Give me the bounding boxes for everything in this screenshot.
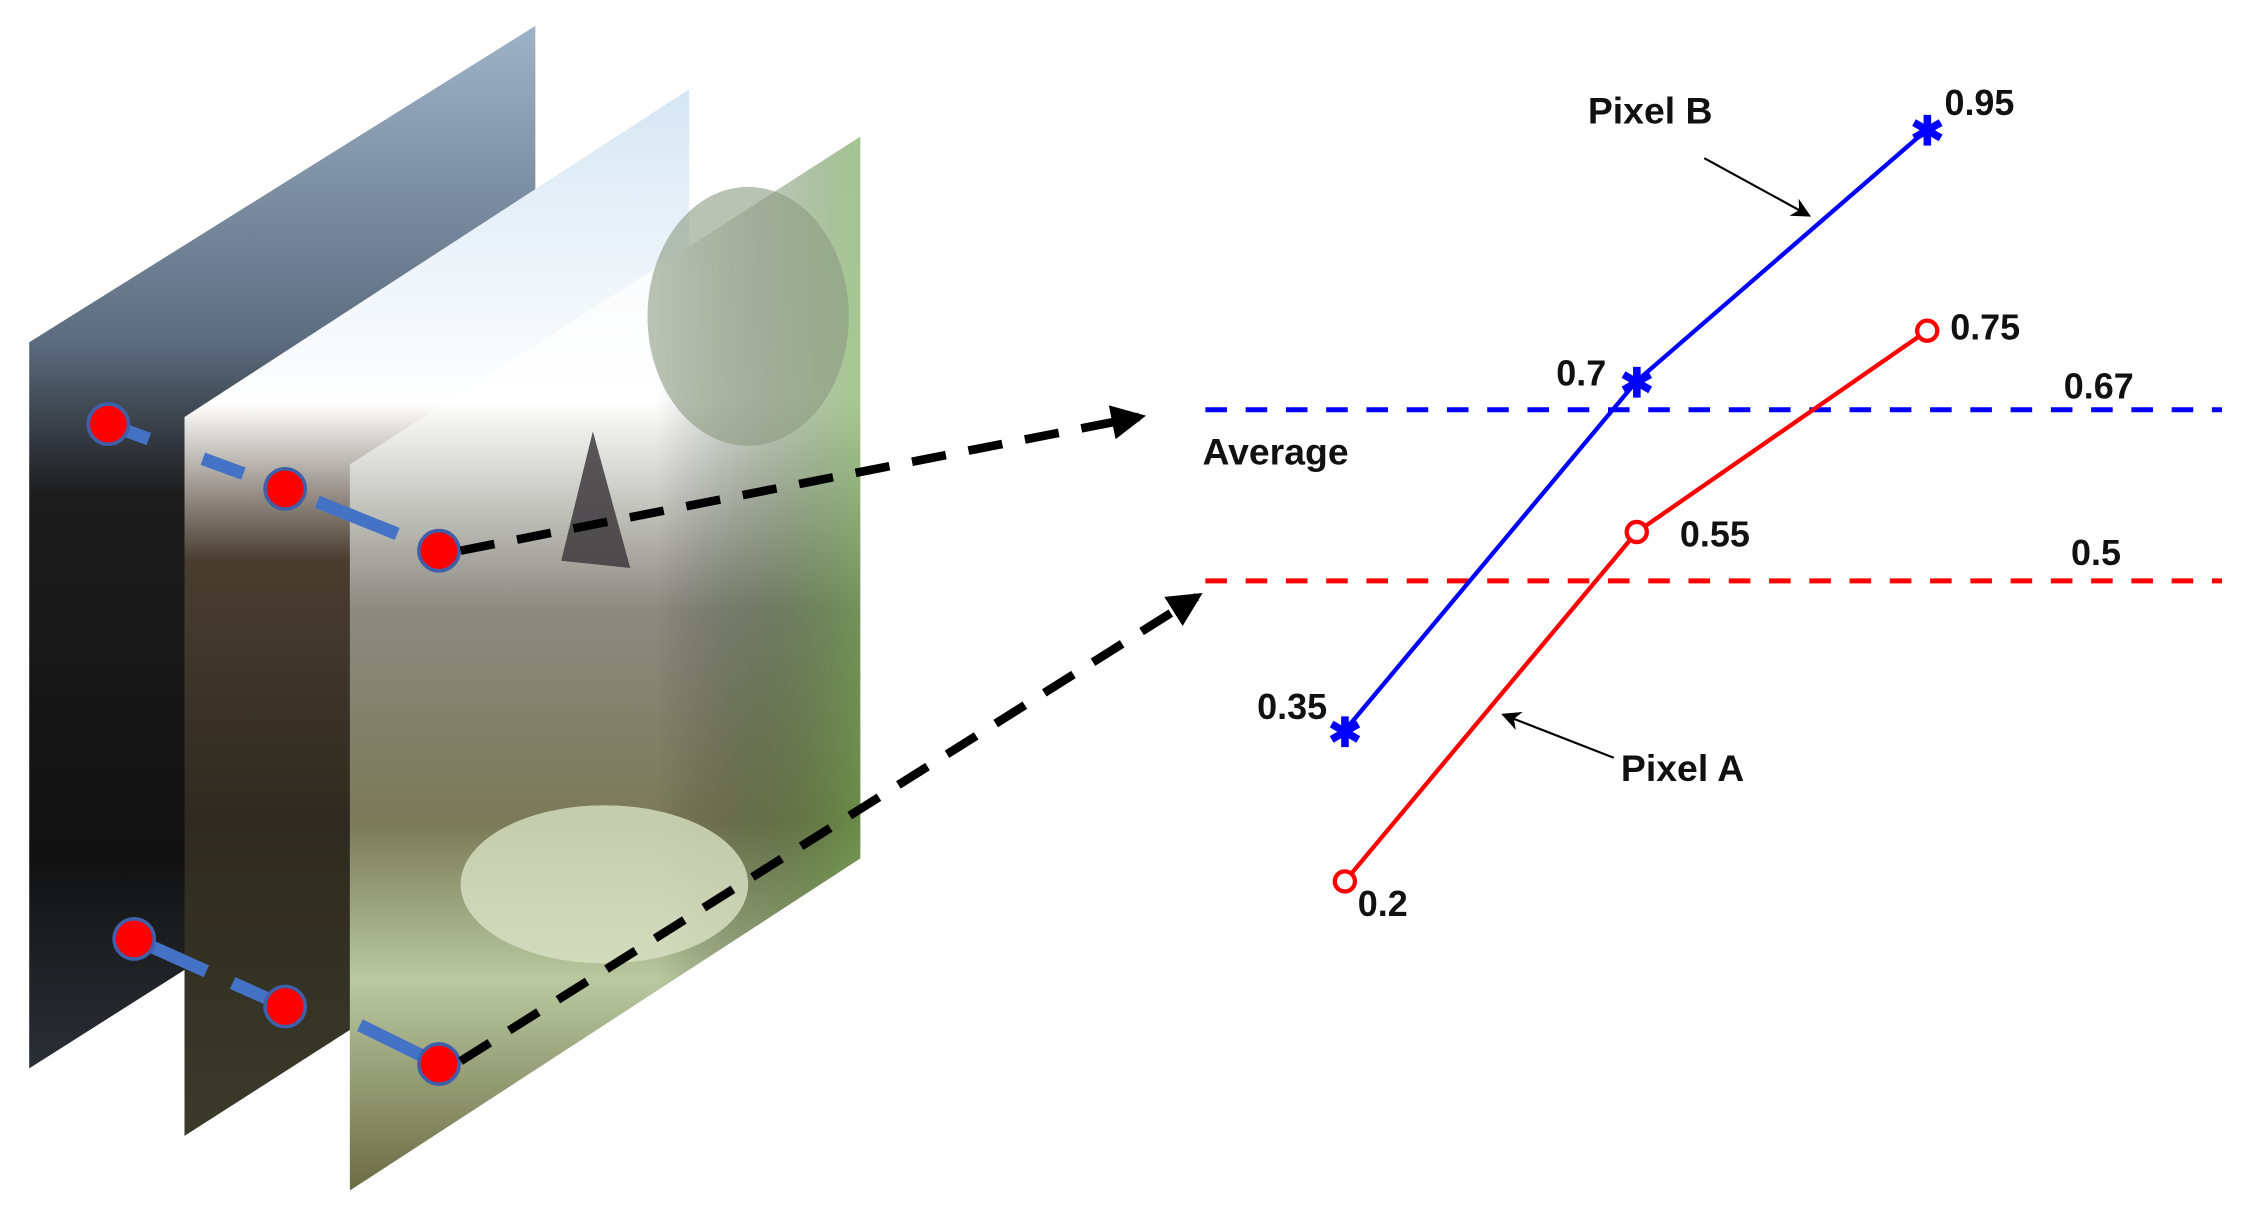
sample-dot bbox=[112, 917, 157, 961]
sample-dot bbox=[417, 528, 461, 573]
pixel-a-pointer-arrow bbox=[1501, 711, 1615, 759]
value-label-b-2: 0.7 bbox=[1556, 352, 1606, 393]
pixel-a-markers bbox=[1332, 318, 1940, 894]
sample-dot bbox=[417, 1042, 461, 1086]
pixel-b-pointer-arrow bbox=[1703, 157, 1812, 217]
pixel-a-label: Pixel A bbox=[1621, 747, 1744, 789]
pixel-b-line bbox=[1343, 127, 1929, 732]
pixel-b-label: Pixel B bbox=[1588, 90, 1713, 132]
arrow-to-red-average bbox=[458, 593, 1203, 1065]
value-label-a-2: 0.55 bbox=[1680, 513, 1750, 554]
average-b-value: 0.67 bbox=[2064, 365, 2134, 406]
pixel-a-line bbox=[1343, 328, 1929, 883]
pixel-a-samples bbox=[112, 917, 461, 1086]
pixel-b-samples bbox=[86, 402, 461, 573]
circle-marker bbox=[1914, 318, 1940, 343]
asterisk-marker: ✱ bbox=[1910, 109, 1944, 154]
asterisk-marker: ✱ bbox=[1620, 361, 1654, 406]
value-label-b-1: 0.35 bbox=[1257, 686, 1327, 727]
pixel-b-markers: ✱ ✱ ✱ bbox=[1328, 109, 1944, 755]
sample-dot bbox=[263, 466, 308, 511]
sample-dot bbox=[263, 984, 308, 1029]
tree-shape bbox=[647, 186, 849, 446]
circle-marker bbox=[1624, 519, 1649, 545]
lily-pond-shape bbox=[460, 805, 749, 964]
arrow-to-blue-average bbox=[459, 405, 1147, 555]
circle-marker bbox=[1332, 869, 1358, 894]
average-a-value: 0.5 bbox=[2071, 532, 2121, 573]
average-label: Average bbox=[1203, 430, 1349, 472]
pavilion-roof-shape bbox=[561, 431, 631, 568]
value-label-b-3: 0.95 bbox=[1944, 82, 2014, 123]
frame-stack bbox=[29, 25, 861, 1191]
sample-dot bbox=[86, 402, 131, 447]
value-label-a-3: 0.75 bbox=[1950, 306, 2020, 347]
mapping-arrows bbox=[458, 405, 1203, 1065]
asterisk-marker: ✱ bbox=[1328, 710, 1362, 755]
value-label-a-1: 0.2 bbox=[1358, 883, 1408, 924]
